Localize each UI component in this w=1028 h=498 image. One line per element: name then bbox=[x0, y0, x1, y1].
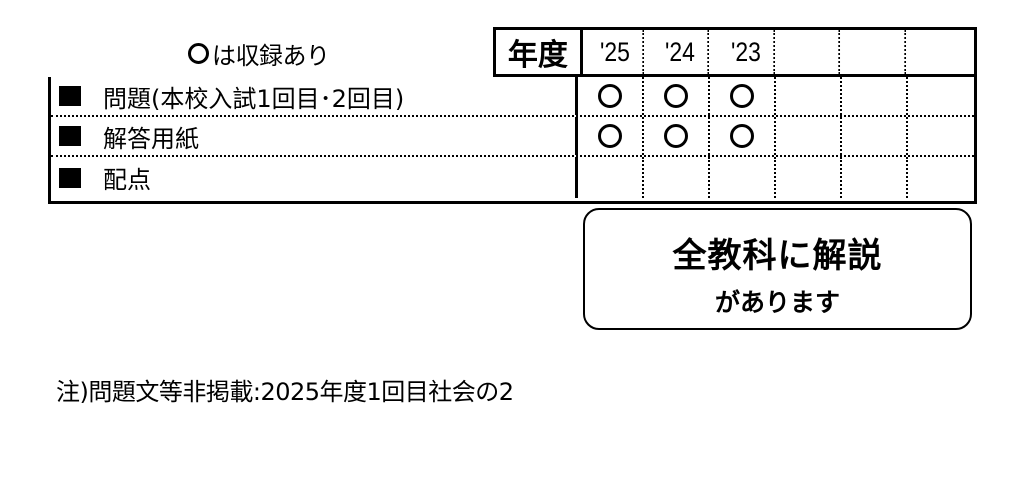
year-header: 年度 '25 '24 '23 bbox=[493, 27, 977, 77]
year-cell: '23 bbox=[719, 30, 775, 74]
explanation-callout: 全教科に解説 があります bbox=[583, 208, 972, 330]
year-cell: '24 bbox=[653, 30, 709, 74]
year-cell: '25 bbox=[588, 30, 644, 74]
year-cell bbox=[644, 77, 710, 115]
circle-icon bbox=[730, 124, 754, 148]
year-cell bbox=[644, 117, 710, 155]
year-cell bbox=[842, 77, 908, 115]
year-cell bbox=[842, 117, 908, 155]
year-cell bbox=[915, 30, 969, 74]
circle-icon bbox=[664, 124, 688, 148]
year-cell bbox=[710, 77, 776, 115]
circle-icon bbox=[664, 84, 688, 108]
callout-line-2: があります bbox=[714, 288, 840, 317]
callout-line-1: 全教科に解説 bbox=[672, 236, 883, 276]
year-cell bbox=[578, 157, 644, 198]
year-cell bbox=[710, 117, 776, 155]
year-cell bbox=[850, 30, 906, 74]
circle-icon bbox=[730, 84, 754, 108]
year-cell bbox=[908, 157, 974, 198]
year-cell bbox=[578, 77, 644, 115]
year-header-label: 年度 bbox=[496, 30, 583, 74]
year-cell bbox=[908, 77, 974, 115]
legend: は収録あり bbox=[188, 34, 330, 72]
year-cell bbox=[908, 117, 974, 155]
circle-icon bbox=[598, 124, 622, 148]
contents-table: 問題(本校入試1回目･2回目) 解答用紙配点 bbox=[48, 77, 977, 204]
row-label: 配点 bbox=[51, 157, 578, 198]
legend-text: は収録あり bbox=[212, 41, 330, 70]
circle-icon bbox=[598, 84, 622, 108]
row-label-text: 解答用紙 bbox=[103, 124, 199, 153]
year-cell bbox=[578, 117, 644, 155]
table-row: 解答用紙 bbox=[51, 117, 974, 157]
table-row: 問題(本校入試1回目･2回目) bbox=[51, 77, 974, 117]
circle-icon bbox=[188, 42, 209, 64]
footnote: 注)問題文等非掲載:2025年度1回目社会の2 bbox=[56, 378, 514, 406]
black-square-icon bbox=[59, 167, 81, 188]
table-row: 配点 bbox=[51, 157, 974, 198]
year-cell bbox=[784, 30, 841, 74]
year-cell bbox=[776, 157, 842, 198]
row-label-text: 配点 bbox=[103, 166, 151, 194]
row-label: 解答用紙 bbox=[51, 117, 578, 155]
row-label-text: 問題(本校入試1回目･2回目) bbox=[103, 84, 405, 113]
year-cell bbox=[776, 117, 842, 155]
year-cell bbox=[644, 157, 710, 198]
year-cell bbox=[842, 157, 908, 198]
row-label: 問題(本校入試1回目･2回目) bbox=[51, 77, 578, 115]
black-square-icon bbox=[59, 126, 81, 146]
year-cell bbox=[776, 77, 842, 115]
black-square-icon bbox=[59, 86, 81, 106]
year-cell bbox=[710, 157, 776, 198]
